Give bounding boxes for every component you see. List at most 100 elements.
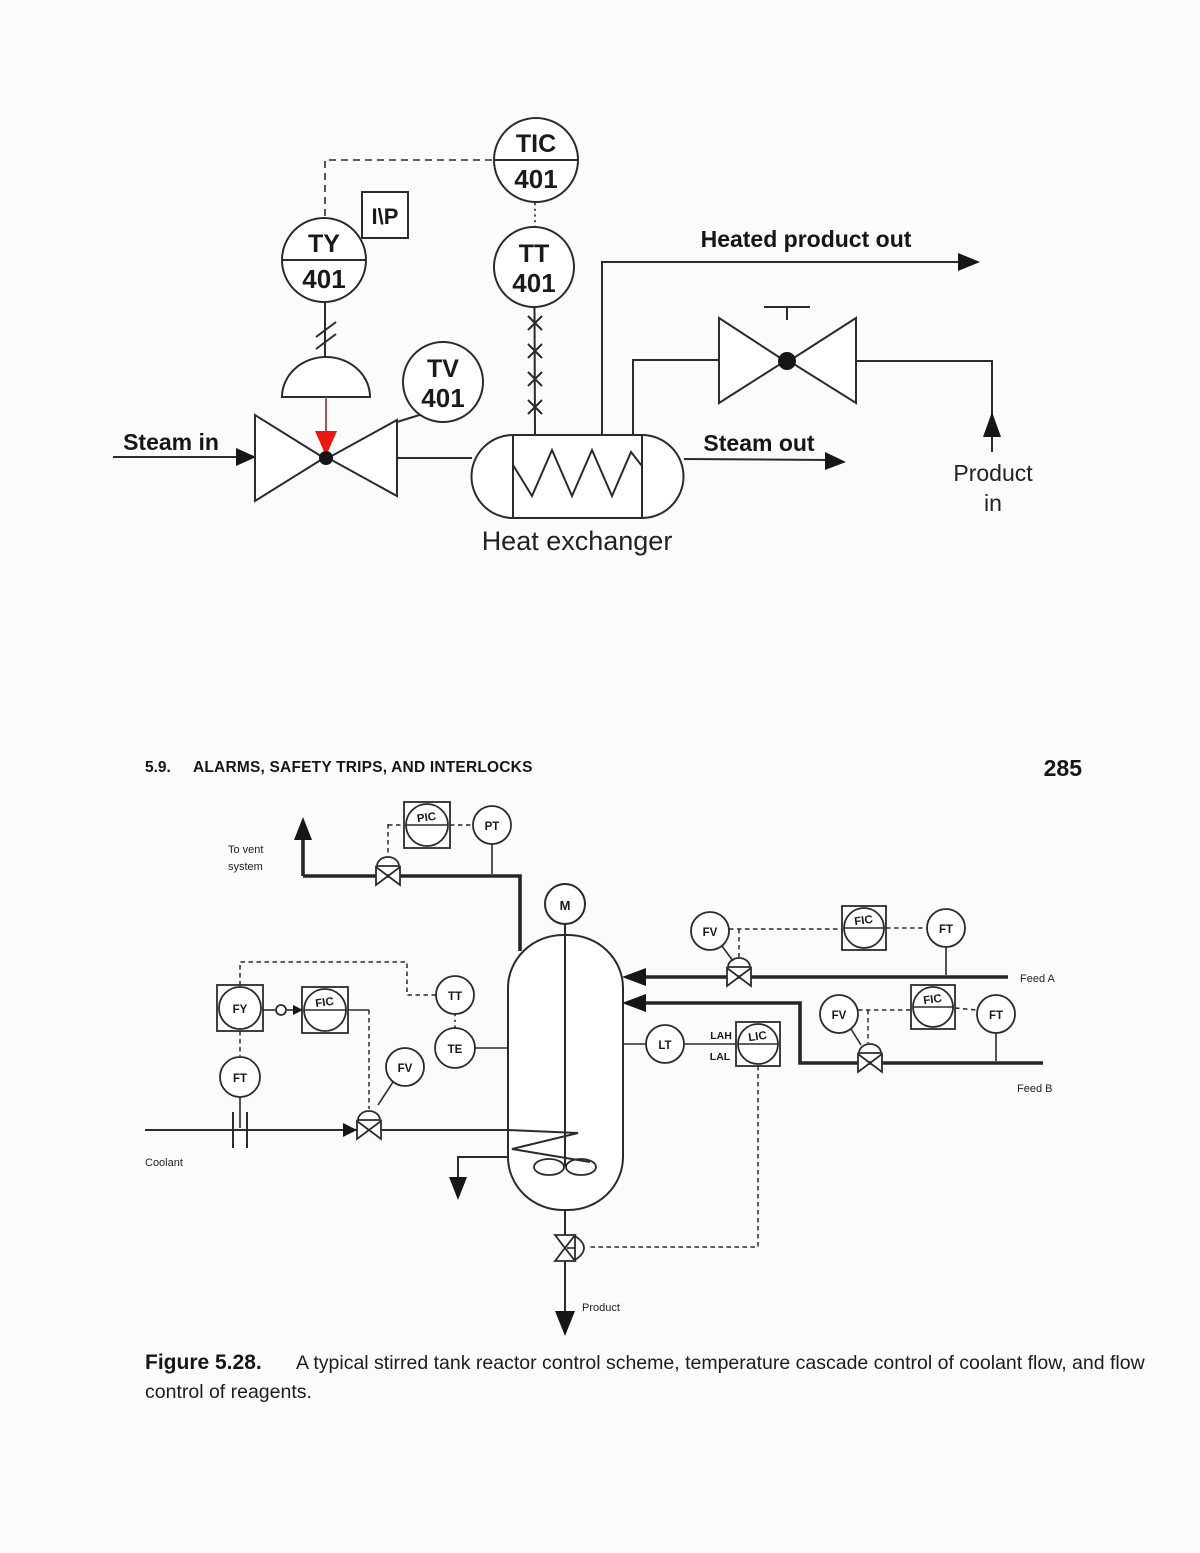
section-number: 5.9. (145, 759, 171, 776)
svg-text:FIC: FIC (923, 993, 943, 1007)
svg-text:FT: FT (233, 1073, 247, 1085)
feed-a-arrow-icon (622, 968, 646, 986)
feed-b: Feed B FV FIC FT (622, 984, 1052, 1095)
instrument-ft-feed-b: FT (976, 994, 1016, 1061)
coolant-label: Coolant (145, 1157, 183, 1169)
tv-num: 401 (421, 383, 464, 413)
valve-actuator-dome (574, 1234, 585, 1262)
pneumatic-slash-icon (315, 333, 337, 350)
cooling-coil (507, 1129, 591, 1163)
product-in-label-1: Product (953, 460, 1033, 486)
coolant-flow-arrow-icon (343, 1123, 357, 1137)
steam-out-line (683, 458, 831, 461)
vent-valve (375, 824, 401, 887)
instrument-ft-coolant: FT (219, 1056, 261, 1128)
valve-actuator-dome (280, 356, 372, 398)
tic-tag: TIC (516, 130, 556, 158)
instrument-fv-feed-a: FV (690, 911, 734, 962)
to-vent-label-2: system (228, 861, 263, 873)
instrument-fv-coolant: FV (377, 1047, 425, 1106)
svg-text:FT: FT (939, 924, 953, 936)
ip-converter: I\P (361, 191, 409, 239)
tt-tag: TT (519, 240, 550, 268)
heated-product-line (601, 261, 962, 435)
heated-product-arrow-icon (958, 253, 980, 271)
feed-b-arrow-icon (622, 994, 646, 1012)
ip-label: I\P (372, 204, 399, 229)
pic-label: PIC (416, 811, 437, 826)
motor-label: M (560, 898, 571, 913)
signal-junction (275, 1004, 287, 1016)
page-header: 5.9. ALARMS, SAFETY TRIPS, AND INTERLOCK… (145, 755, 1082, 781)
product-arrow-icon (555, 1311, 575, 1336)
ty-num: 401 (302, 264, 345, 294)
steam-out-arrow-icon (825, 452, 846, 470)
product-label: Product (582, 1302, 620, 1314)
svg-text:FIC: FIC (854, 914, 874, 928)
red-arrow-icon (315, 431, 337, 456)
instrument-te: TE (434, 1027, 508, 1069)
instrument-tt-reactor: TT (435, 975, 475, 1015)
heated-product-label: Heated product out (701, 226, 912, 252)
lal-label: LAL (710, 1051, 731, 1063)
valve-actuator-dome (376, 856, 400, 867)
svg-text:FV: FV (832, 1010, 847, 1022)
vent-line (303, 874, 522, 951)
coolant-line: Coolant (145, 1110, 508, 1169)
svg-text:FIC: FIC (315, 996, 335, 1010)
steam-out-label: Steam out (703, 430, 815, 456)
manual-valve (718, 306, 857, 405)
pneumatic-slash-icon (315, 321, 337, 338)
tv-tag: TV (427, 355, 459, 383)
impeller (565, 1158, 597, 1176)
to-vent-label-1: To vent (228, 844, 263, 856)
feed-a-label: Feed A (1020, 973, 1056, 985)
svg-text:FV: FV (398, 1063, 413, 1075)
coolant-loop: FY FIC FT TT (216, 961, 508, 1128)
valve-actuator-dome (357, 1110, 381, 1121)
tt-fy-signal (239, 961, 436, 996)
figure-caption: Figure 5.28. A typical stirred tank reac… (145, 1351, 1146, 1403)
vent-arrow-icon (294, 817, 312, 840)
signal-arrow-icon (293, 1005, 303, 1015)
section-title: ALARMS, SAFETY TRIPS, AND INTERLOCKS (193, 759, 533, 776)
lic-signal (590, 1066, 759, 1248)
caption-line2: control of reagents. (145, 1381, 312, 1403)
caption-label: Figure 5.28. (145, 1351, 262, 1374)
instrument-pt: PT (472, 805, 512, 874)
product-pipe-right (856, 360, 993, 452)
product-in-arrow-icon (983, 412, 1001, 437)
instrument-fv-feed-b: FV (819, 994, 862, 1046)
reactor-diagram: M To vent system PIC PT (145, 801, 1056, 1336)
svg-text:FT: FT (989, 1010, 1003, 1022)
instrument-motor: M (544, 883, 586, 925)
instrument-ty401: TY 401 (281, 217, 367, 303)
tt-num: 401 (512, 268, 555, 298)
svg-text:TT: TT (448, 991, 462, 1003)
tic-ty-signal (324, 159, 492, 216)
product-outlet: Product (553, 1210, 620, 1336)
lah-label: LAH (710, 1030, 732, 1042)
tic-num: 401 (514, 164, 557, 194)
product-in-label-2: in (984, 490, 1002, 516)
feed-a: Feed A FV FIC FT (622, 905, 1056, 988)
instrument-pic: PIC (403, 801, 451, 849)
feed-b-label: Feed B (1017, 1083, 1052, 1095)
instrument-lt: LT (645, 1024, 685, 1064)
tube-coil-zigzag (512, 447, 643, 499)
heat-exchanger-shell (470, 434, 685, 519)
svg-text:FV: FV (703, 927, 718, 939)
coolant-outlet-arrow-icon (449, 1177, 467, 1200)
caption-line1: A typical stirred tank reactor control s… (296, 1352, 1146, 1374)
instrument-tv401: TV 401 (402, 341, 484, 423)
instrument-ft-feed-a: FT (926, 908, 966, 975)
svg-text:LIC: LIC (748, 1030, 768, 1044)
level-loop: LT LAH LAL LIC (590, 1021, 781, 1248)
instrument-fic-feed-a: FIC (841, 905, 887, 951)
product-pipe-left (632, 359, 719, 435)
instrument-lic: LIC (735, 1021, 781, 1067)
instrument-tt401: TT 401 (493, 226, 575, 308)
instrument-fic-coolant: FIC (301, 986, 349, 1034)
